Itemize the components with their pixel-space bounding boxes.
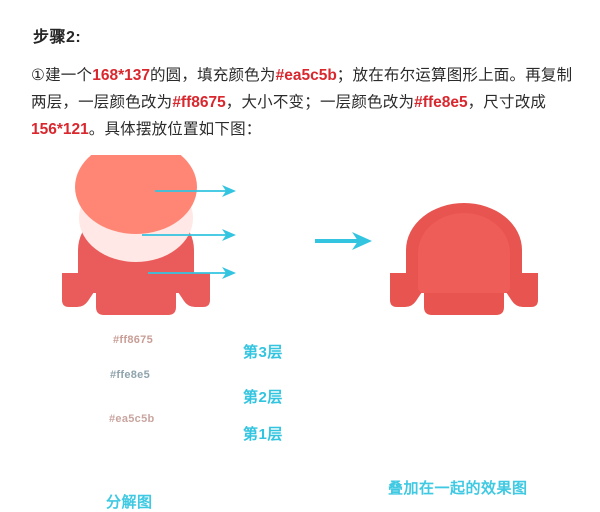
callout-arrowhead-1 — [222, 267, 236, 279]
instruction-segment-5: ，尺寸改成 — [467, 94, 547, 111]
list-marker: ① — [31, 67, 46, 84]
diagram-svg — [62, 155, 538, 315]
layer1-hex-label: #ea5c5b — [109, 413, 155, 425]
instruction-segment-4: ，大小不变；一层颜色改为 — [225, 94, 415, 111]
callout-label-layer-1: 第1层 — [243, 426, 283, 443]
transition-arrow — [315, 232, 372, 250]
instruction-segment-2: 的圆，填充颜色为 — [149, 67, 276, 84]
callout-arrowhead-3 — [222, 185, 236, 197]
transition-arrowhead — [352, 232, 372, 250]
layer3-hex-label: #ff8675 — [113, 334, 154, 346]
instruction-segment-6: 。具体摆放位置如下图： — [88, 121, 262, 138]
instruction-segment-1: 建一个 — [45, 67, 93, 84]
result-view-group — [390, 203, 538, 315]
callout-arrowheads — [222, 185, 236, 279]
caption-result-view: 叠加在一起的效果图 — [388, 480, 528, 497]
size-value-1: 168*137 — [92, 67, 150, 84]
exploded-view-group — [62, 155, 236, 315]
diagram-area: #ff8675 #ffe8e5 #ea5c5b 第3层 第2层 第1层 分解图 … — [0, 155, 600, 511]
callout-arrows — [142, 190, 232, 274]
callout-label-layer-2: 第2层 — [243, 389, 283, 406]
page-title: 步骤2: — [33, 29, 82, 46]
page-root: 步骤2: ①建一个168*137的圆，填充颜色为#ea5c5b；放在布尔运算图形… — [0, 29, 600, 511]
color-value-3: #ffe8e5 — [414, 94, 468, 111]
instruction-paragraph: ①建一个168*137的圆，填充颜色为#ea5c5b；放在布尔运算图形上面。再复… — [31, 62, 577, 143]
layer2-hex-label: #ffe8e5 — [110, 369, 151, 381]
caption-exploded-view: 分解图 — [106, 494, 153, 511]
color-value-2: #ff8675 — [172, 94, 226, 111]
layer3-ellipse — [75, 155, 197, 234]
callout-label-layer-3: 第3层 — [243, 344, 283, 361]
callout-arrowhead-2 — [222, 229, 236, 241]
result-dome-inner — [418, 213, 510, 293]
instruction-segment-3: ；放在布尔运算图形上面。再复制两层，一层颜色改为 — [31, 67, 573, 111]
color-value-1: #ea5c5b — [275, 67, 337, 84]
size-value-2: 156*121 — [31, 121, 89, 138]
